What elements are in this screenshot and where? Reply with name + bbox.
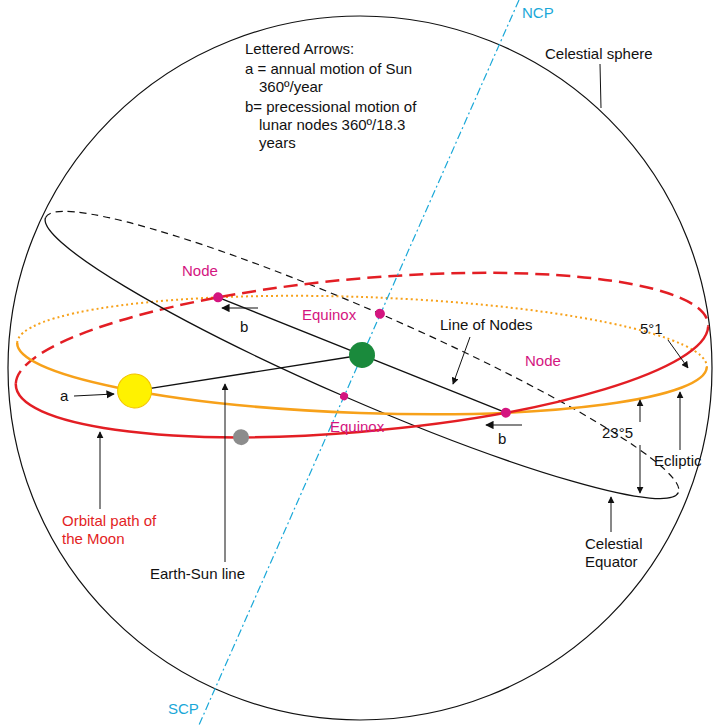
leader-line bbox=[100, 432, 101, 509]
point-label: Node bbox=[525, 352, 561, 370]
polar-axis bbox=[199, 0, 519, 725]
part-label: Ecliptic bbox=[654, 452, 702, 470]
legend-heading: Lettered Arrows: bbox=[245, 40, 354, 58]
celestial-equator bbox=[28, 217, 679, 533]
point-label: Node bbox=[182, 262, 218, 280]
angle-label: 5°1 bbox=[640, 320, 663, 338]
equator-back bbox=[46, 176, 697, 492]
part-label: Earth-Sun line bbox=[150, 565, 245, 583]
angle-arrow bbox=[640, 445, 641, 493]
moon-orbit-back bbox=[16, 256, 710, 408]
motion-arrow bbox=[74, 394, 114, 396]
part-label: Orbital path of the Moon bbox=[62, 512, 172, 548]
moon bbox=[233, 429, 250, 446]
earth bbox=[349, 342, 376, 369]
motion-arrow bbox=[486, 424, 522, 425]
orbits-front bbox=[14, 285, 709, 461]
node-dot bbox=[501, 407, 511, 417]
equinox-dot bbox=[373, 307, 386, 320]
point-label: Equinox bbox=[302, 306, 356, 324]
angle-arrow bbox=[668, 340, 688, 368]
angle-label: 23°5 bbox=[602, 424, 633, 442]
orbits-back bbox=[16, 256, 710, 408]
moon-orbit bbox=[14, 302, 708, 454]
pole-label: NCP bbox=[522, 4, 554, 22]
line-of-nodes bbox=[214, 297, 509, 412]
leader-line bbox=[611, 497, 612, 532]
earth-sun-line bbox=[135, 347, 362, 399]
part-label: Celestial Equator bbox=[585, 535, 675, 571]
leader-line bbox=[680, 392, 681, 450]
pole-label: SCP bbox=[168, 700, 199, 718]
leader-line bbox=[453, 337, 470, 384]
celestial-sphere bbox=[8, 16, 712, 720]
point-label: Equinox bbox=[330, 418, 384, 436]
node-dot bbox=[213, 292, 223, 302]
equator-front bbox=[26, 172, 698, 538]
equinox-dot bbox=[339, 391, 350, 402]
celestial-equator-back bbox=[46, 176, 697, 492]
sun bbox=[117, 373, 152, 408]
part-label: Celestial sphere bbox=[545, 45, 653, 63]
legend-note: b= precessional motion of lunar nodes 36… bbox=[245, 98, 434, 152]
arrow-letter: a bbox=[60, 387, 68, 405]
arrow-letter: b bbox=[498, 430, 506, 448]
leader-line bbox=[600, 64, 601, 108]
arrow-letter: b bbox=[240, 318, 248, 336]
part-label: Line of Nodes bbox=[440, 316, 533, 334]
leader-line bbox=[225, 384, 226, 562]
angle-arrow bbox=[640, 400, 641, 422]
motion-arrow bbox=[222, 307, 258, 308]
legend-note: a = annual motion of Sun 360º/year bbox=[245, 60, 449, 96]
